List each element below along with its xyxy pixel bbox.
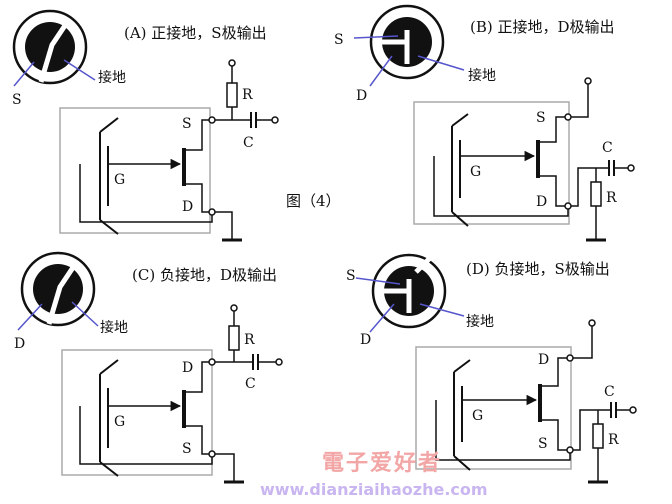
sym-ground-label-a: 接地	[98, 69, 126, 86]
panel-a: S 接地 (A) 正接地，S极输出 S D G R	[12, 9, 279, 242]
sym-pin-s-label-d: S	[346, 268, 356, 284]
gate-label-b: G	[470, 164, 481, 180]
sym-pin-s-label-b: S	[334, 32, 344, 48]
capacitor-label-a: C	[243, 135, 254, 151]
pin-top-c: D	[182, 360, 193, 376]
resistor-d	[592, 423, 604, 449]
pin-top-b: S	[536, 110, 546, 126]
capacitor-label-c: C	[245, 376, 256, 392]
resistor-c	[228, 325, 240, 351]
shield-box-a	[59, 107, 211, 234]
sym-ground-label-d: 接地	[466, 313, 494, 330]
pin-top-a: S	[182, 116, 192, 132]
resistor-a	[226, 82, 238, 108]
sym-ground-label-b: 接地	[468, 67, 496, 84]
panel-b: S D 接地 (B) 正接地，D极输出 S D G R C	[334, 4, 635, 242]
resistor-label-c: R	[244, 332, 255, 348]
pin-bottom-a: D	[182, 199, 193, 215]
shield-box-d	[415, 346, 572, 470]
gate-label-d: G	[472, 408, 483, 424]
pin-top-d: D	[538, 352, 549, 368]
pin-bottom-d: S	[538, 436, 548, 452]
figure-label: 图（4）	[286, 192, 341, 210]
panel-c: D 接地 (C) 负接地，D极输出 D S G R C	[14, 251, 283, 484]
pin-bottom-b: D	[536, 194, 547, 210]
capacitor-label-b: C	[602, 140, 613, 156]
caption-d: (D) 负接地，S极输出	[466, 260, 610, 278]
capacitor-label-d: C	[604, 384, 615, 400]
mic-capsule-symbol-c	[17, 251, 99, 331]
sym-pin-d-label-d: D	[360, 332, 371, 348]
resistor-b	[590, 181, 602, 207]
mic-capsule-symbol-b	[353, 4, 465, 87]
resistor-label-d: R	[608, 432, 619, 448]
pin-bottom-c: S	[182, 441, 192, 457]
watermark-url: www.dianziaihaozhe.com	[260, 480, 488, 499]
mic-capsule-symbol-a	[12, 9, 96, 87]
gate-label-c: G	[114, 414, 125, 430]
shield-box-b	[413, 101, 570, 225]
mic-capsule-symbol-d	[355, 253, 465, 333]
sym-pin-label-a: S	[12, 92, 22, 108]
resistor-label-a: R	[242, 87, 253, 103]
shield-box-c	[61, 349, 213, 476]
caption-b: (B) 正接地，D极输出	[470, 18, 615, 36]
caption-c: (C) 负接地，D极输出	[132, 266, 277, 284]
panel-d: S D 接地 (D) 负接地，S极输出 D S G R C	[346, 253, 637, 484]
caption-a: (A) 正接地，S极输出	[124, 24, 267, 42]
sym-pin-d-label-b: D	[356, 88, 367, 104]
sym-ground-label-c: 接地	[100, 319, 128, 336]
gate-label-a: G	[114, 172, 125, 188]
sym-pin-label-c: D	[14, 336, 25, 352]
watermark-title: 電子爱好者	[322, 450, 442, 476]
resistor-label-b: R	[606, 190, 617, 206]
